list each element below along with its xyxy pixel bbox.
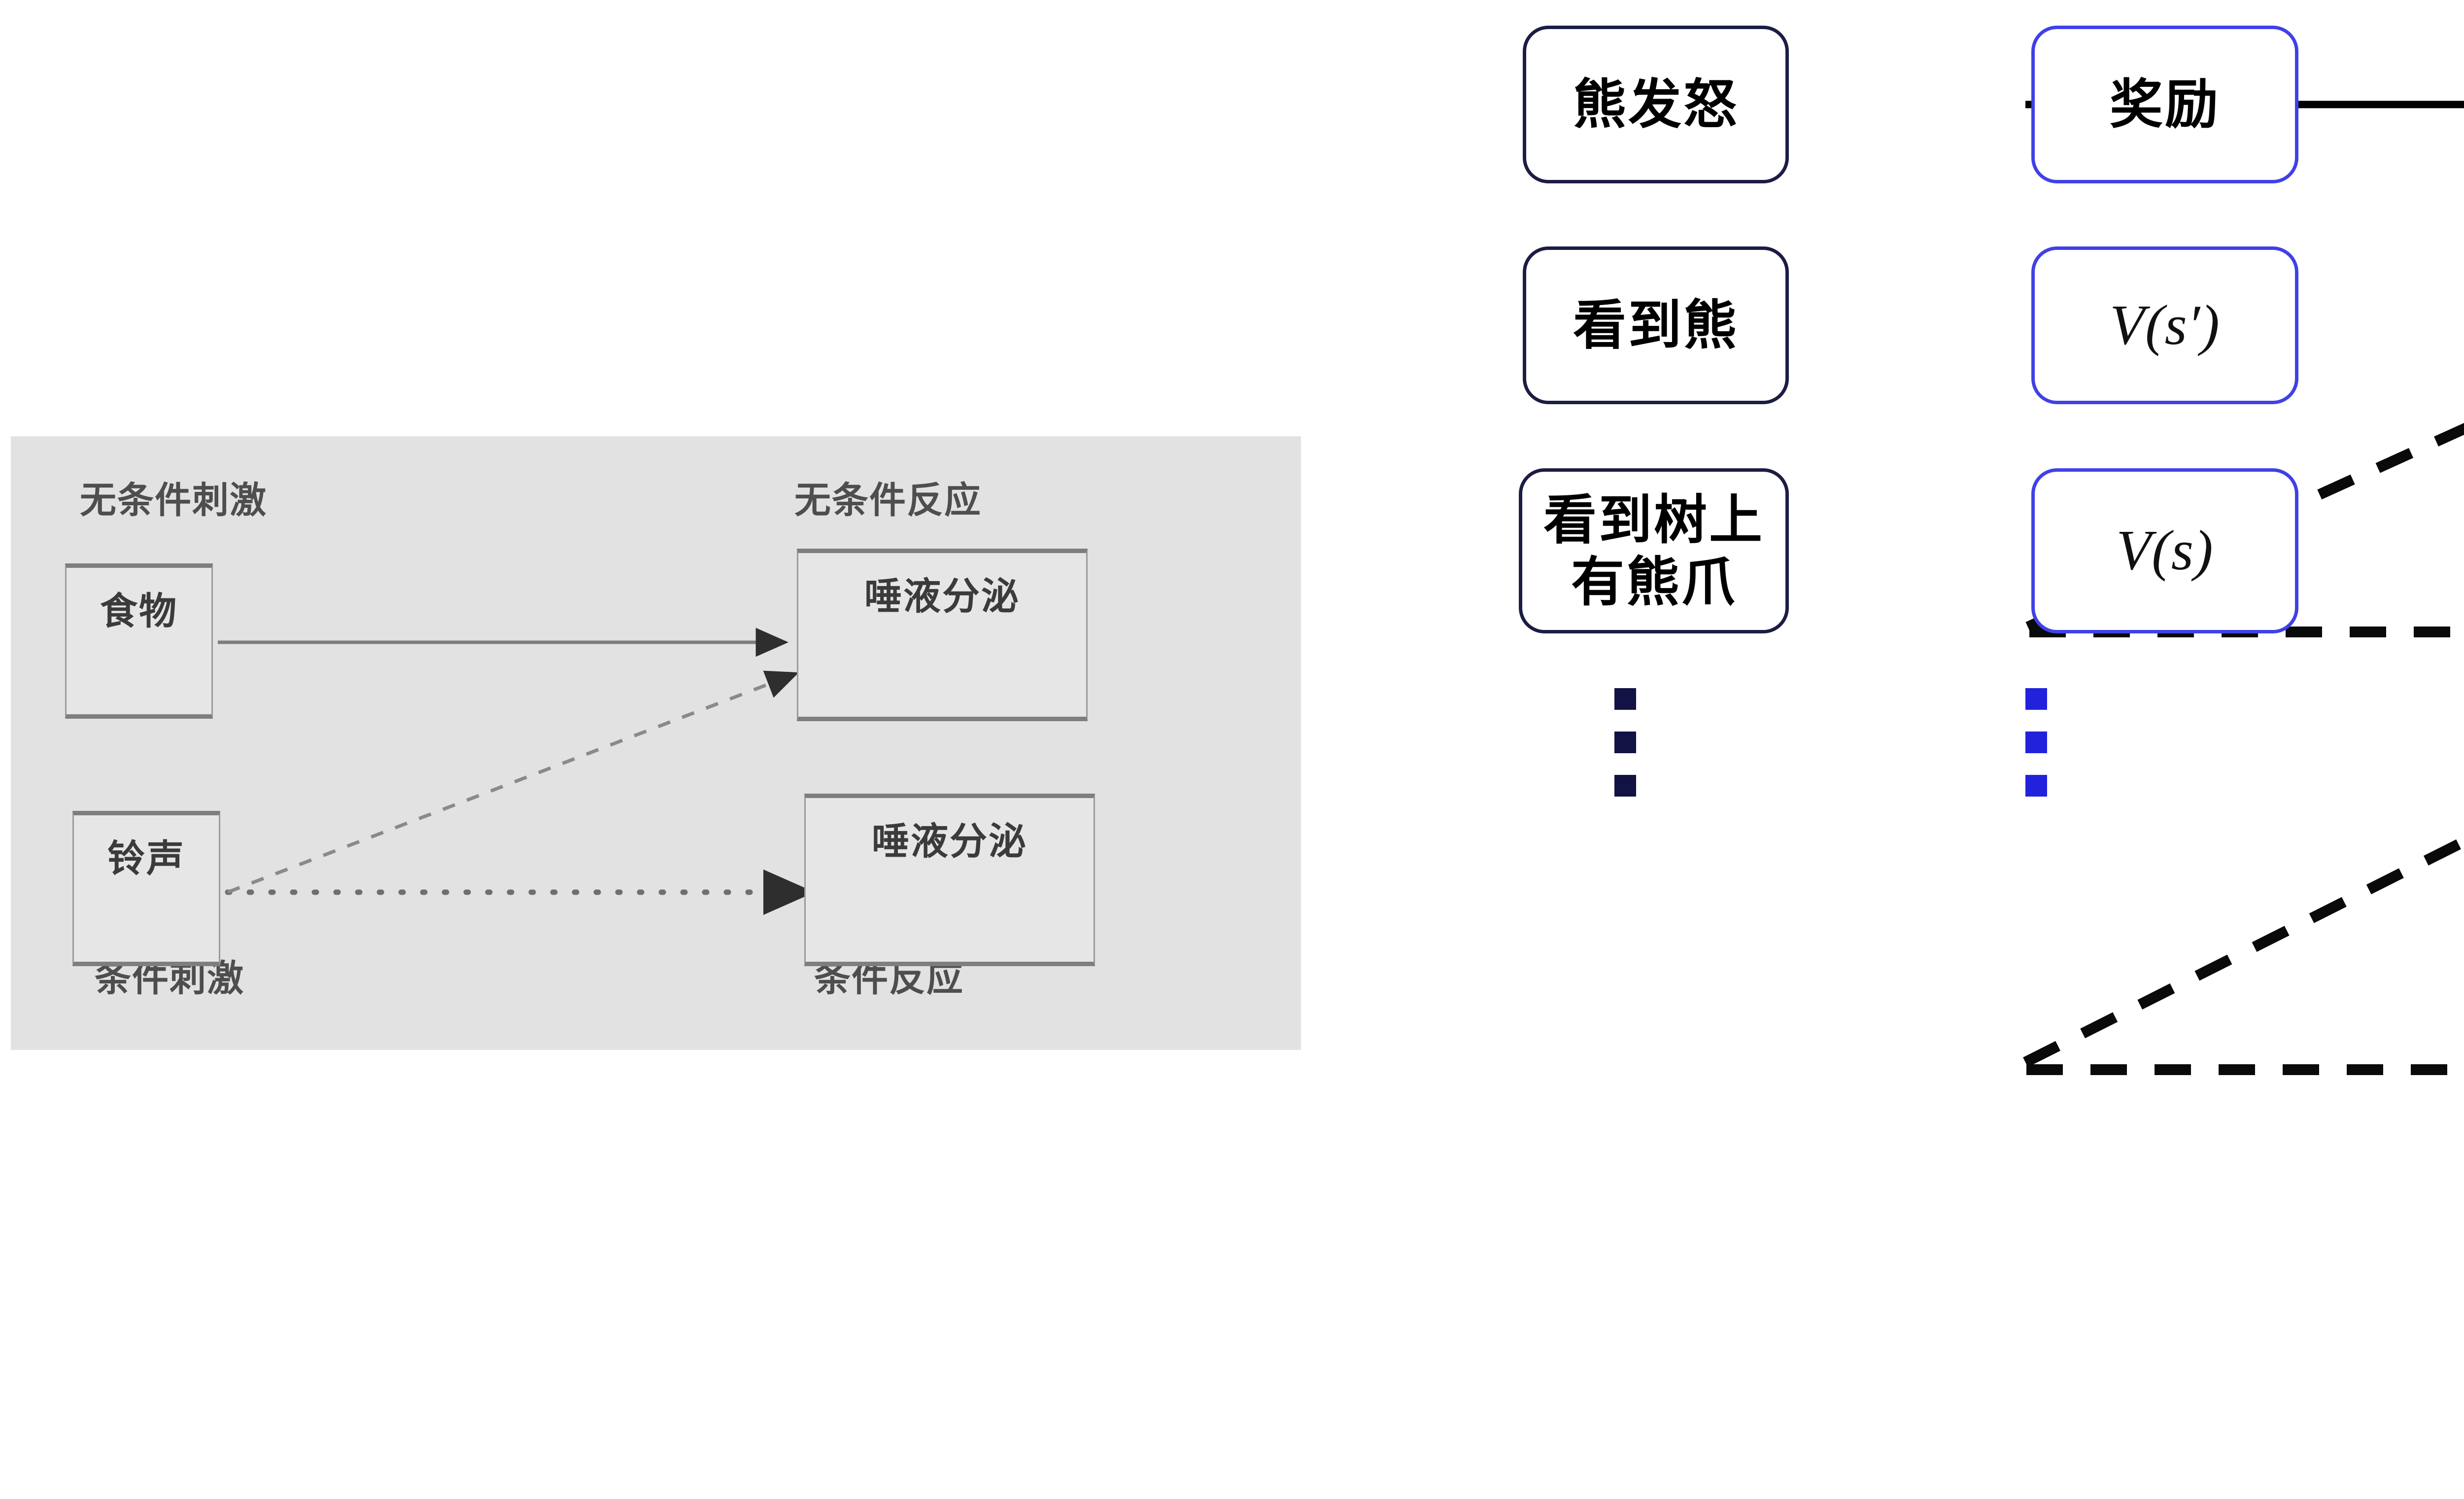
- rl-box-see-claw-on-tree-label: 看到树上 有熊爪: [1543, 490, 1764, 612]
- pavlov-box-food: 食物: [65, 563, 213, 719]
- label-unconditioned-stimulus: 无条件刺激: [80, 480, 267, 521]
- pavlov-arrow-layer: [218, 627, 815, 915]
- classical-conditioning-panel: 无条件刺激 无条件反应 条件刺激 条件反应 食物 铃声 唾液分泌 唾液分泌: [11, 436, 1301, 1050]
- pavlov-box-salivation-conditioned: 唾液分泌: [804, 794, 1095, 966]
- rl-box-reward: 奖励: [2031, 26, 2298, 183]
- ellipsis-dot: [2025, 688, 2047, 710]
- vertical-ellipsis-states: [1614, 688, 1636, 797]
- pavlov-box-bell-label: 铃声: [107, 838, 185, 880]
- rl-box-see-claw-on-tree: 看到树上 有熊爪: [1519, 468, 1789, 633]
- rl-box-see-bear: 看到熊: [1523, 246, 1789, 404]
- ellipsis-dot: [1614, 732, 1636, 753]
- rl-analogy-diagram: 熊发怒 看到熊 看到树上 有熊爪 奖励 V(s′) V(s): [1503, 0, 2464, 1499]
- pavlov-box-food-label: 食物: [100, 591, 178, 632]
- rl-box-value-current-state: V(s): [2031, 468, 2298, 633]
- pavlov-box-salivation-unconditioned: 唾液分泌: [797, 549, 1088, 721]
- rl-box-value-next-state-label: V(s′): [2110, 293, 2220, 357]
- rl-box-reward-label: 奖励: [2109, 74, 2220, 135]
- pavlov-box-bell: 铃声: [72, 811, 220, 966]
- ellipsis-dot: [1614, 688, 1636, 710]
- ellipsis-dot: [1614, 775, 1636, 797]
- rl-box-see-bear-label: 看到熊: [1573, 295, 1739, 355]
- rl-box-bear-angry: 熊发怒: [1523, 26, 1789, 183]
- ellipsis-dot: [2025, 732, 2047, 753]
- rl-box-value-current-state-label: V(s): [2116, 519, 2214, 582]
- arrow-see-claw-to-value-next: [2023, 835, 2464, 1067]
- pavlov-box-salivation-unconditioned-label: 唾液分泌: [864, 576, 1020, 618]
- label-unconditioned-response: 无条件反应: [794, 480, 982, 521]
- vertical-ellipsis-values: [2025, 688, 2047, 797]
- pavlov-box-salivation-conditioned-label: 唾液分泌: [872, 821, 1027, 863]
- arrow-bell-to-unconditioned-response: [227, 670, 799, 894]
- rl-box-bear-angry-label: 熊发怒: [1573, 74, 1739, 135]
- ellipsis-dot: [2025, 775, 2047, 797]
- rl-box-value-next-state: V(s′): [2031, 246, 2298, 404]
- rl-arrow-layer: [2023, 101, 2464, 1075]
